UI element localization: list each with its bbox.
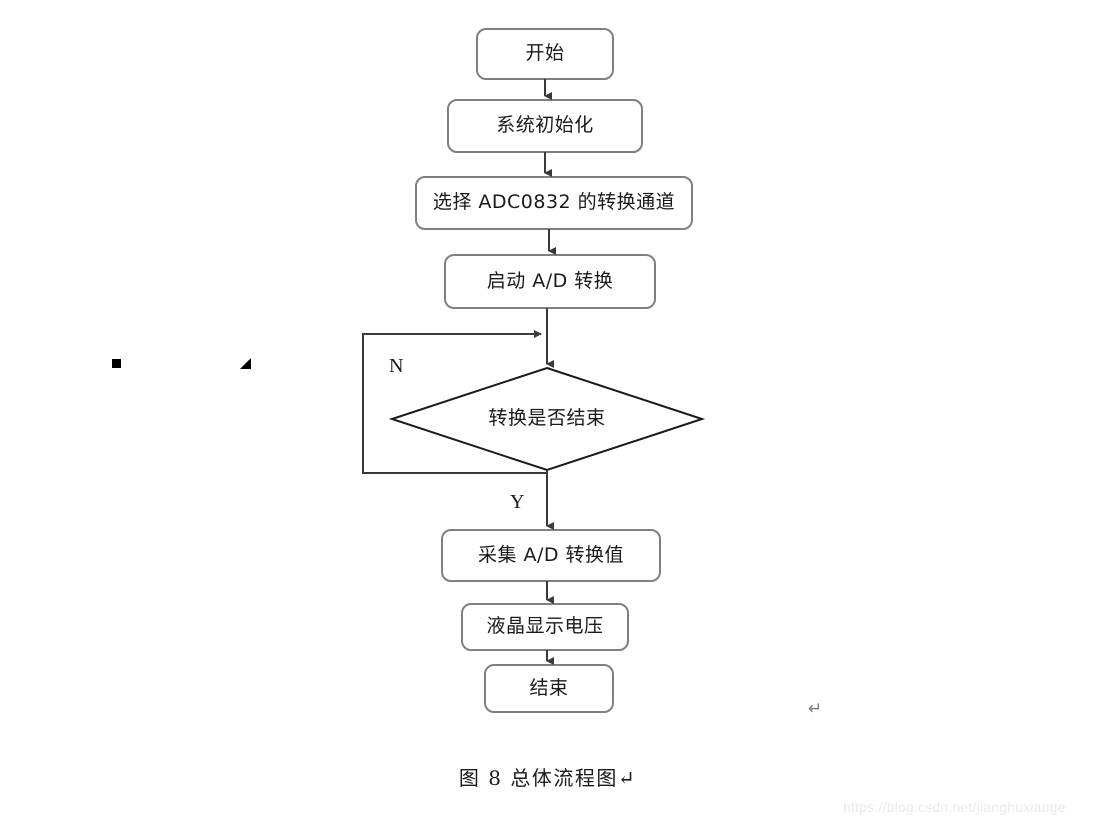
node-display-shape[interactable] bbox=[461, 603, 629, 651]
node-collect-shape[interactable] bbox=[441, 529, 661, 582]
editor-anchor-triangle-mark bbox=[240, 358, 251, 369]
editor-anchor-square-mark bbox=[112, 359, 121, 368]
paragraph-return-icon: ↵ bbox=[808, 699, 823, 719]
node-init-shape[interactable] bbox=[447, 99, 643, 153]
watermark-url: https://blog.csdn.net/jianghuxiaoge bbox=[843, 799, 1066, 815]
node-decision-shape[interactable] bbox=[388, 366, 706, 472]
node-select-channel-shape[interactable] bbox=[415, 176, 693, 230]
node-end-shape[interactable] bbox=[484, 664, 614, 713]
figure-caption: 图 8 总体流程图↵ bbox=[458, 766, 637, 790]
edge-decision-no-loop bbox=[362, 330, 548, 474]
node-start-shape[interactable] bbox=[476, 28, 614, 80]
branch-label-yes: Y bbox=[510, 491, 525, 513]
node-start-ad-shape[interactable] bbox=[444, 254, 656, 309]
branch-label-no: N bbox=[389, 355, 404, 377]
